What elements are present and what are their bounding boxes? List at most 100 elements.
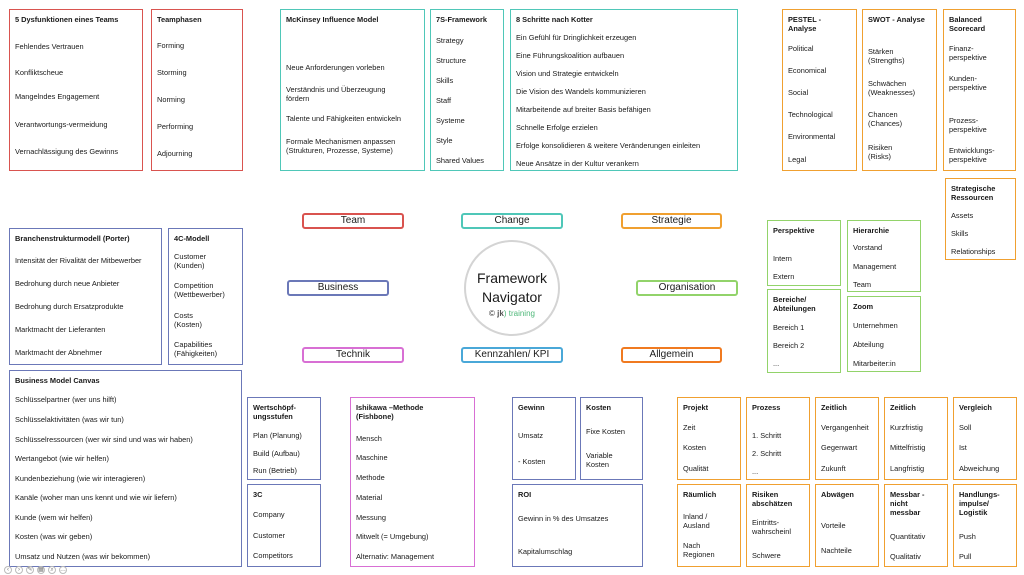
more-options-icon[interactable]: … — [59, 566, 67, 574]
card-vergleich[interactable]: Vergleich Soll Ist Abweichung — [953, 397, 1017, 480]
card-item: ... — [773, 359, 780, 368]
card-abwaegen[interactable]: Abwägen Vorteile Nachteile — [815, 484, 879, 567]
card-item: Run (Betrieb) — [253, 466, 297, 475]
card-projekt[interactable]: Projekt Zeit Kosten Qualität — [677, 397, 741, 480]
card-item: Kosten — [683, 443, 707, 452]
card-item: Gewinn in % des Umsatzes — [518, 514, 609, 523]
card-porter[interactable]: Branchenstrukturmodell (Porter) Intensit… — [9, 228, 162, 365]
card-3c[interactable]: 3C Company Customer Competitors — [247, 484, 321, 567]
card-title: Risiken abschätzen — [752, 490, 793, 508]
card-wertschoepfungsstufen[interactable]: Wertschöpf- ungsstufen Plan (Planung) Bu… — [247, 397, 321, 480]
previous-slide-icon[interactable]: ‹ — [4, 566, 12, 574]
card-bereiche-abteilungen[interactable]: Bereiche/ Abteilungen Bereich 1 Bereich … — [767, 289, 841, 373]
card-item: Verantwortungs-vermeidung — [15, 120, 108, 129]
card-messbar[interactable]: Messbar - nicht messbar Quantitativ Qual… — [884, 484, 948, 567]
card-item: Economical — [788, 66, 827, 75]
card-gewinn[interactable]: Gewinn Umsatz - Kosten — [512, 397, 576, 480]
card-item: Mangelndes Engagement — [15, 92, 100, 101]
card-item: Pull — [959, 552, 972, 561]
card-item: Kundenbeziehung (wie wir interagieren) — [15, 474, 146, 483]
card-item: Customer (Kunden) — [174, 252, 207, 270]
card-item: Schwere — [752, 551, 781, 560]
card-item: Entwicklungs- perspektive — [949, 146, 995, 164]
card-swot[interactable]: SWOT - Analyse Stärken (Strengths) Schwä… — [862, 9, 937, 171]
card-item: Shared Values — [436, 156, 484, 165]
card-item: Umsatz und Nutzen (was wir bekommen) — [15, 552, 151, 561]
card-item: Skills — [951, 229, 969, 238]
card-item: Bedrohung durch Ersatzprodukte — [15, 302, 124, 311]
card-title: Räumlich — [683, 490, 717, 499]
card-pestel[interactable]: PESTEL - Analyse Political Economical So… — [782, 9, 857, 171]
card-item: Schlüsselpartner (wer uns hilft) — [15, 395, 117, 404]
card-prozess[interactable]: Prozess 1. Schritt 2. Schritt ... — [746, 397, 810, 480]
card-item: Build (Aufbau) — [253, 449, 300, 458]
category-strategie[interactable]: Strategie — [621, 213, 722, 229]
card-balanced-scorecard[interactable]: Balanced Scorecard Finanz- perspektive K… — [943, 9, 1016, 171]
card-zoom[interactable]: Zoom Unternehmen Abteilung Mitarbeiter:i… — [847, 296, 921, 372]
card-zeitlich-2[interactable]: Zeitlich Kurzfristig Mittelfristig Langf… — [884, 397, 948, 480]
category-label: Allgemein — [649, 349, 694, 360]
pen-icon[interactable]: ✎ — [26, 566, 34, 574]
zoom-icon[interactable]: ⌕ — [48, 566, 56, 574]
card-ishikawa[interactable]: Ishikawa –Methode (Fishbone) Mensch Masc… — [350, 397, 475, 567]
category-kennzahlen[interactable]: Kennzahlen/ KPI — [461, 347, 563, 363]
next-slide-icon[interactable]: › — [15, 566, 23, 574]
card-title: Teamphasen — [157, 15, 202, 24]
category-allgemein[interactable]: Allgemein — [621, 347, 722, 363]
card-kosten[interactable]: Kosten Fixe Kosten Variable Kosten — [580, 397, 643, 480]
card-item: Political — [788, 44, 814, 53]
slides-grid-icon[interactable]: ▦ — [37, 566, 45, 574]
category-label: Kennzahlen/ KPI — [474, 349, 550, 360]
card-perspektive[interactable]: Perspektive Intern Extern — [767, 220, 841, 286]
card-title: 7S-Framework — [436, 15, 487, 24]
card-item: Competition (Wettbewerber) — [174, 281, 225, 299]
card-item: Team — [853, 280, 872, 289]
card-item: Mitarbeiter:in — [853, 359, 896, 368]
card-item: Verständnis und Überzeugung fördern — [286, 85, 386, 103]
card-item: Push — [959, 532, 976, 541]
card-item: Costs (Kosten) — [174, 311, 202, 329]
card-item: Schwächen (Weaknesses) — [868, 79, 916, 97]
card-item: Finanz- perspektive — [949, 44, 987, 62]
card-item: Mensch — [356, 434, 382, 443]
card-item: Talente und Fähigkeiten entwickeln — [286, 114, 402, 123]
category-change[interactable]: Change — [461, 213, 563, 229]
card-item: Performing — [157, 122, 194, 131]
card-risiken-abschaetzen[interactable]: Risiken abschätzen Eintritts- wahrschein… — [746, 484, 810, 567]
card-mckinsey[interactable]: McKinsey Influence Model Neue Anforderun… — [280, 9, 425, 171]
card-zeitlich-1[interactable]: Zeitlich Vergangenheit Gegenwart Zukunft — [815, 397, 879, 480]
card-handlungsimpulse[interactable]: Handlungs- impulse/ Logistik Push Pull — [953, 484, 1017, 567]
category-business[interactable]: Business — [287, 280, 389, 296]
category-team[interactable]: Team — [302, 213, 404, 229]
card-item: Kosten (was wir geben) — [15, 532, 93, 541]
card-item: Intern — [773, 254, 792, 263]
card-item: Neue Anforderungen vorleben — [286, 63, 385, 72]
card-item: Unternehmen — [853, 321, 898, 330]
card-item: Eintritts- wahrscheinl — [752, 518, 792, 536]
card-7s-framework[interactable]: 7S-Framework Strategy Structure Skills S… — [430, 9, 504, 171]
card-5-dysfunktionen[interactable]: 5 Dysfunktionen eines Teams Fehlendes Ve… — [9, 9, 143, 171]
card-item: Messung — [356, 513, 386, 522]
card-item: Qualitativ — [890, 552, 921, 561]
category-label: Organisation — [658, 282, 716, 293]
card-4c-modell[interactable]: 4C-Modell Customer (Kunden) Competition … — [168, 228, 243, 365]
card-item: Inland / Ausland — [683, 512, 710, 530]
category-organisation[interactable]: Organisation — [636, 280, 738, 296]
card-business-model-canvas[interactable]: Business Model Canvas Schlüsselpartner (… — [9, 370, 242, 567]
card-teamphasen[interactable]: Teamphasen Forming Storming Norming Perf… — [151, 9, 243, 171]
card-strategische-ressourcen[interactable]: Strategische Ressourcen Assets Skills Re… — [945, 178, 1016, 260]
card-roi[interactable]: ROI Gewinn in % des Umsatzes Kapitalumsc… — [512, 484, 643, 567]
card-item: Fehlendes Vertrauen — [15, 42, 84, 51]
category-label: Technik — [336, 349, 370, 360]
card-item: Adjourning — [157, 149, 193, 158]
card-item: Kurzfristig — [890, 423, 923, 432]
category-label: Business — [317, 282, 359, 293]
category-technik[interactable]: Technik — [302, 347, 404, 363]
card-title: PESTEL - Analyse — [788, 15, 822, 33]
card-hierarchie[interactable]: Hierarchie Vorstand Management Team — [847, 220, 921, 292]
card-item: Soll — [959, 423, 972, 432]
card-raeumlich[interactable]: Räumlich Inland / Ausland Nach Regionen — [677, 484, 741, 567]
card-item: Zukunft — [821, 464, 846, 473]
card-kotter[interactable]: 8 Schritte nach Kotter Ein Gefühl für Dr… — [510, 9, 738, 171]
card-item: Material — [356, 493, 383, 502]
